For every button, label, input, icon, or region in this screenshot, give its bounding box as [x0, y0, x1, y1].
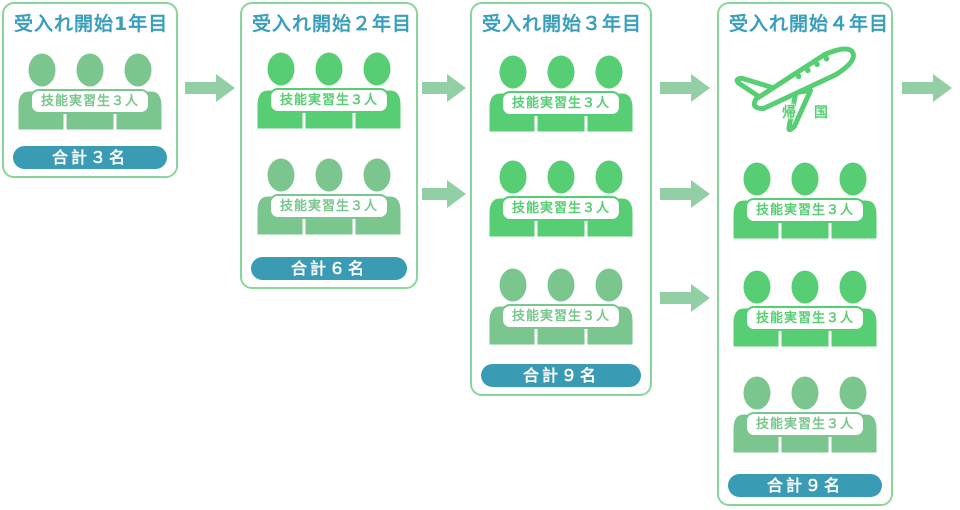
total-count-badge: 合計３名	[13, 146, 167, 169]
trainee-group: 技能実習生３人	[15, 53, 165, 131]
trainee-group: 技能実習生３人	[486, 268, 636, 346]
trainee-count-label: 技能実習生３人	[744, 198, 866, 223]
right-arrow-icon	[660, 74, 710, 102]
panel-year-2: 受入れ開始２年目 技能実習生３人 技能実習生３人 合計６	[240, 2, 418, 289]
total-count-badge: 合計６名	[251, 257, 407, 280]
trainee-count-label: 技能実習生３人	[29, 89, 151, 114]
panel-title: 受入れ開始1年目	[14, 13, 169, 35]
right-arrow-icon	[902, 74, 952, 102]
right-arrow-icon	[422, 180, 466, 208]
trainee-count-label: 技能実習生３人	[268, 194, 390, 219]
return-home: 帰国	[730, 32, 880, 133]
trainee-count-label: 技能実習生３人	[744, 306, 866, 331]
trainee-group: 技能実習生３人	[730, 376, 880, 454]
trainee-group: 技能実習生３人	[730, 162, 880, 240]
panel-title: 受入れ開始３年目	[482, 13, 643, 35]
panel-title: 受入れ開始２年目	[252, 13, 413, 35]
trainee-count-label: 技能実習生３人	[500, 196, 622, 221]
trainee-group: 技能実習生３人	[486, 160, 636, 238]
trainee-count-label: 技能実習生３人	[500, 91, 622, 116]
trainee-count-label: 技能実習生３人	[268, 88, 390, 113]
right-arrow-icon	[660, 180, 710, 208]
trainee-count-label: 技能実習生３人	[744, 412, 866, 437]
total-count-badge: 合計９名	[728, 474, 882, 497]
trainee-group: 技能実習生３人	[486, 55, 636, 133]
trainee-group: 技能実習生３人	[254, 52, 404, 130]
airplane-icon	[734, 46, 856, 133]
return-home-label: 帰国	[782, 105, 846, 121]
trainee-group: 技能実習生３人	[254, 158, 404, 236]
right-arrow-icon	[660, 284, 710, 312]
panel-year-4: 受入れ開始４年目 帰国	[717, 2, 893, 506]
total-count-badge: 合計９名	[481, 364, 641, 387]
trainee-count-label: 技能実習生３人	[500, 304, 622, 329]
panel-year-3: 受入れ開始３年目 技能実習生３人 技能実習生３人	[470, 2, 652, 396]
right-arrow-icon	[185, 74, 235, 102]
panel-title: 受入れ開始４年目	[729, 13, 890, 35]
right-arrow-icon	[422, 74, 466, 102]
panel-year-1: 受入れ開始1年目 技能実習生３人 合計３名	[2, 2, 178, 178]
trainee-group: 技能実習生３人	[730, 270, 880, 348]
